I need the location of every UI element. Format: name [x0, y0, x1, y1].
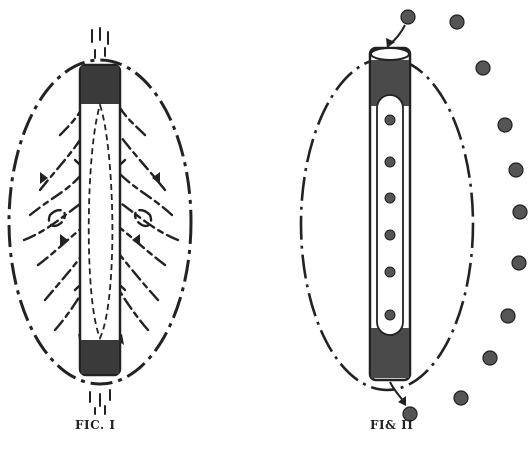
figure-2-exit-arrow [390, 382, 404, 402]
figure-2-inner-capsule [377, 95, 403, 335]
figure-2 [301, 10, 527, 421]
figure-1 [9, 28, 191, 414]
figure-1-tube-top-fill [81, 66, 119, 104]
figure-2-tube-top-cap [371, 48, 409, 60]
figure-2-caption: FI& II [370, 418, 413, 432]
figure-1-caption: FIC. I [75, 418, 115, 432]
figure-1-tube-bottom-fill [81, 340, 119, 374]
